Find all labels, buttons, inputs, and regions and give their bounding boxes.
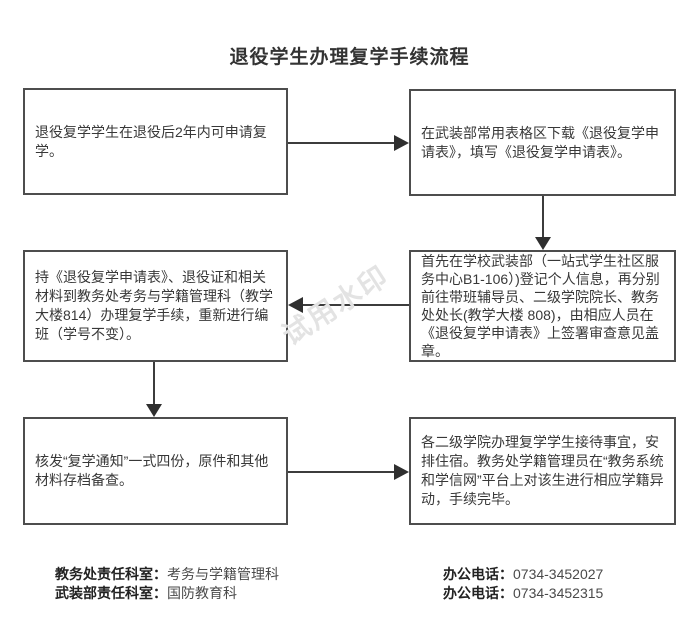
arrow-head-right-icon [394, 135, 409, 151]
footer-responsible-offices: 教务处责任科室：考务与学籍管理科 武装部责任科室：国防教育科 [55, 565, 279, 603]
arrow-head-right-icon [394, 464, 409, 480]
arrow-line-step1-to-step2 [288, 142, 395, 144]
arrow-line-step4-to-step5 [153, 362, 155, 405]
flow-box-step-5: 核发“复学通知”一式四份，原件和其他材料存档备查。 [23, 417, 288, 525]
footer-label: 武装部责任科室： [55, 585, 167, 601]
arrow-head-down-icon [146, 404, 162, 417]
flow-box-step-4: 持《退役复学申请表》、退役证和相关材料到教务处考务与学籍管理科（教学大楼814）… [23, 250, 288, 362]
footer-value: 国防教育科 [167, 585, 237, 601]
footer-label: 办公电话： [443, 585, 513, 601]
flow-box-step-3: 首先在学校武装部（一站式学生社区服务中心B1-106）)登记个人信息，再分别前往… [409, 250, 676, 362]
footer-label: 教务处责任科室： [55, 566, 167, 582]
footer-value: 考务与学籍管理科 [167, 566, 279, 582]
footer-office-phones: 办公电话：0734-3452027 办公电话：0734-3452315 [443, 565, 603, 603]
footer-label: 办公电话： [443, 566, 513, 582]
footer-phone-number: 0734-3452315 [513, 585, 604, 601]
footer-line-armed-forces-office: 武装部责任科室：国防教育科 [55, 584, 279, 603]
arrow-line-step3-to-step4 [303, 304, 409, 306]
page-title: 退役学生办理复学手续流程 [229, 47, 470, 68]
arrow-line-step2-to-step3 [542, 196, 544, 238]
flow-box-step-2: 在武装部常用表格区下载《退役复学申请表》，填写《退役复学申请表》。 [409, 89, 676, 196]
footer-line-phone-1: 办公电话：0734-3452027 [443, 565, 603, 584]
footer-phone-number: 0734-3452027 [513, 566, 604, 582]
arrow-head-down-icon [535, 237, 551, 250]
footer-line-academic-office: 教务处责任科室：考务与学籍管理科 [55, 565, 279, 584]
arrow-head-left-icon [288, 297, 303, 313]
flow-box-step-1: 退役复学学生在退役后2年内可申请复学。 [23, 88, 288, 195]
footer-line-phone-2: 办公电话：0734-3452315 [443, 584, 603, 603]
flow-box-step-6: 各二级学院办理复学学生接待事宜，安排住宿。教务处学籍管理员在“教务系统和学信网”… [409, 417, 676, 525]
arrow-line-step5-to-step6 [288, 471, 395, 473]
